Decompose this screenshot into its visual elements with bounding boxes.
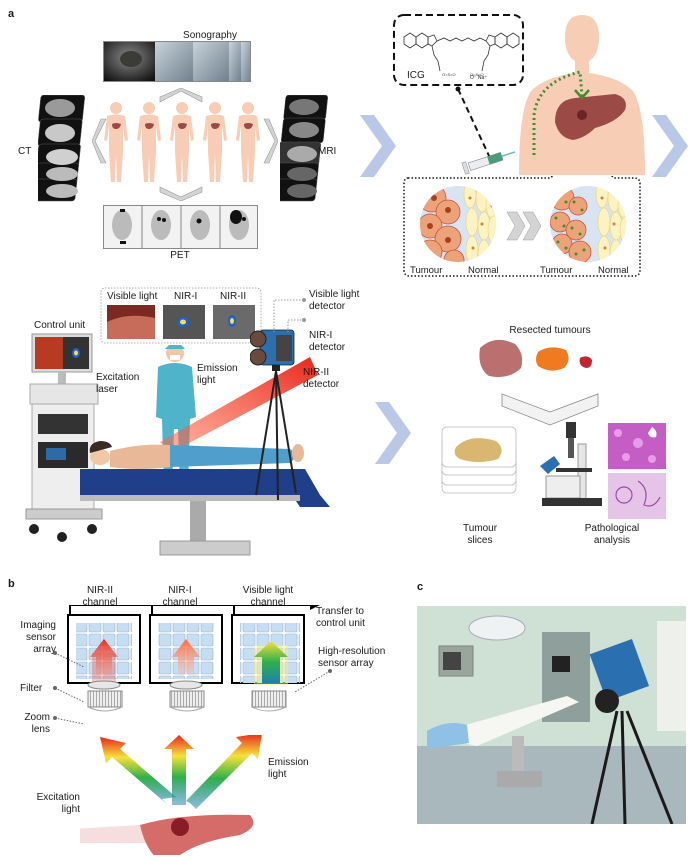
svg-text:O=S=O: O=S=O: [442, 72, 456, 77]
before-normal-label: Normal: [468, 265, 499, 276]
inset-nir1-label: NIR-I: [174, 291, 198, 302]
patient-silhouettes: [101, 100, 271, 190]
chevron-down-icon: [158, 185, 204, 201]
resected-tumours-label: Resected tumours: [509, 325, 591, 336]
icg-label: ICG: [407, 70, 425, 81]
tumour-slices-label: Tumour slices: [462, 523, 498, 546]
chevron-up-icon: [158, 88, 204, 104]
microscope-icon: [538, 420, 610, 515]
icg-structure-box: O=S=O O=S=O: [392, 13, 527, 93]
visible-light-detector-label: Visible light detector: [309, 289, 360, 312]
mri-label: MRI: [318, 146, 337, 157]
operating-room-photo: [417, 606, 686, 824]
high-resolution-sensor-label: High-resolution sensor array: [318, 646, 386, 669]
icg-counterion: O⁻ Na⁺: [470, 75, 487, 81]
camera-channels-diagram: [60, 600, 320, 740]
emission-light-label: Emission light: [197, 363, 238, 386]
nir2-channel-label: NIR-II channel: [82, 585, 118, 608]
cellular-uptake-box: [402, 155, 642, 283]
after-normal-label: Normal: [598, 265, 629, 276]
nir2-detector-label: NIR-II detector: [303, 367, 340, 390]
control-unit-label: Control unit: [34, 320, 86, 331]
excitation-light-label: Excitation light: [36, 792, 80, 815]
multispectral-camera-tripod: [249, 325, 300, 530]
patient-torso-illustration: [512, 10, 652, 180]
visible-channel-label: Visible light channel: [242, 585, 294, 608]
mri-image-stack: [272, 94, 330, 212]
nir1-channel-label: NIR-I channel: [162, 585, 198, 608]
tumour-slices-stack: [440, 425, 520, 525]
panel-a-letter: a: [8, 8, 15, 20]
chevron-left-icon: [92, 117, 108, 165]
sonography-label: Sonography: [183, 30, 237, 41]
panel-c-letter: c: [417, 581, 424, 593]
tissue-before-icg: [418, 184, 498, 269]
pet-label: PET: [170, 250, 190, 261]
tissue-after-icg: [548, 184, 628, 269]
pet-images: [103, 205, 258, 249]
detector-leader-lines: [262, 298, 307, 343]
transfer-label: Transfer to control unit: [316, 606, 365, 629]
emission-light-label-b: Emission light: [268, 757, 309, 780]
double-chevron-icon: [505, 210, 545, 242]
imaging-modes-inset: [100, 287, 265, 352]
before-tumour-label: Tumour: [410, 265, 443, 276]
left-leader-lines: [52, 650, 92, 730]
resected-tumours-photo: [470, 338, 610, 388]
excitation-laser-label: Excitation laser: [96, 372, 140, 395]
after-tumour-label: Tumour: [540, 265, 573, 276]
pathological-analysis-label: Pathological analysis: [584, 523, 640, 546]
sonography-images: [103, 41, 251, 82]
inset-visible-light-label: Visible light: [107, 291, 158, 302]
zoom-lens-label: Zoom lens: [24, 712, 50, 735]
injection-leader-line: [455, 86, 495, 166]
pathology-down-chevron-icon: [500, 392, 600, 432]
chevron-right-icon: [262, 117, 278, 165]
control-unit-cart: [22, 332, 104, 557]
emission-arrows-liver: [10, 733, 280, 860]
flow-chevron-icon-3: [375, 402, 411, 464]
nir1-detector-label: NIR-I detector: [309, 330, 346, 353]
imaging-sensor-array-label: Imaging sensor array: [20, 620, 56, 655]
filter-label: Filter: [20, 683, 43, 694]
ct-label: CT: [18, 146, 32, 157]
flow-chevron-icon: [360, 115, 396, 177]
flow-chevron-icon-2: [652, 115, 688, 177]
panel-b-letter: b: [8, 578, 15, 590]
right-leader-line: [290, 668, 335, 703]
syringe-icon: [460, 142, 520, 182]
surgery-scene-illustration: [60, 343, 360, 570]
ct-image-stack: [32, 94, 88, 212]
histology-images: [608, 423, 666, 524]
svg-text:O=S=O: O=S=O: [470, 72, 484, 77]
inset-nir2-label: NIR-II: [220, 291, 247, 302]
